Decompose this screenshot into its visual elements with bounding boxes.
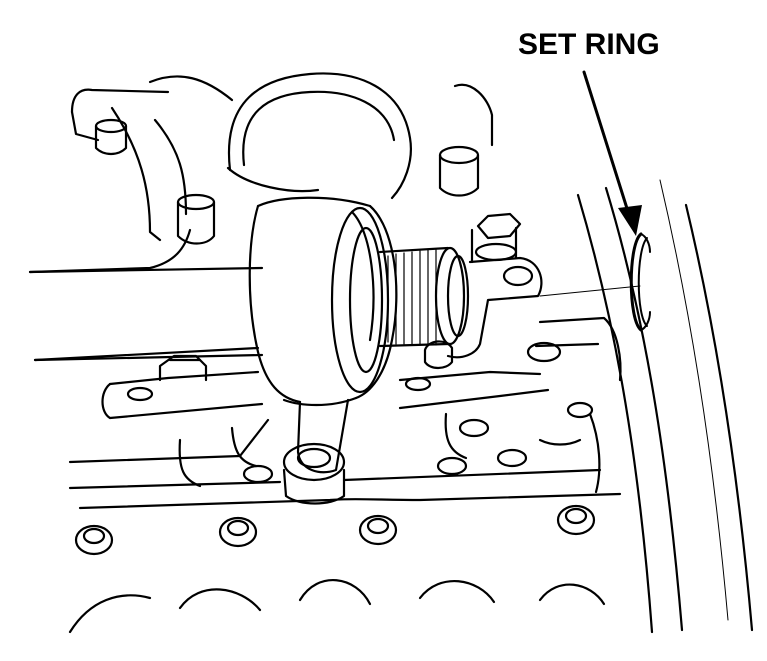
left-bracket-plate (101, 354, 550, 420)
set-ring-label: SET RING (518, 28, 660, 61)
case-body (68, 316, 622, 634)
upper-studs (94, 118, 480, 245)
leader-line (539, 285, 641, 297)
callout-arrow (582, 70, 632, 220)
cap-dome (226, 72, 412, 200)
bracket-with-bolt (423, 212, 543, 370)
drive-shaft (28, 266, 264, 362)
lower-arm (282, 398, 350, 505)
bearing-housing (248, 196, 398, 407)
upper-housing (28, 75, 494, 362)
arrow-head-icon (618, 205, 642, 236)
housing-edge-lines (576, 179, 754, 634)
case-bolts (74, 341, 596, 556)
set-ring (629, 232, 651, 332)
